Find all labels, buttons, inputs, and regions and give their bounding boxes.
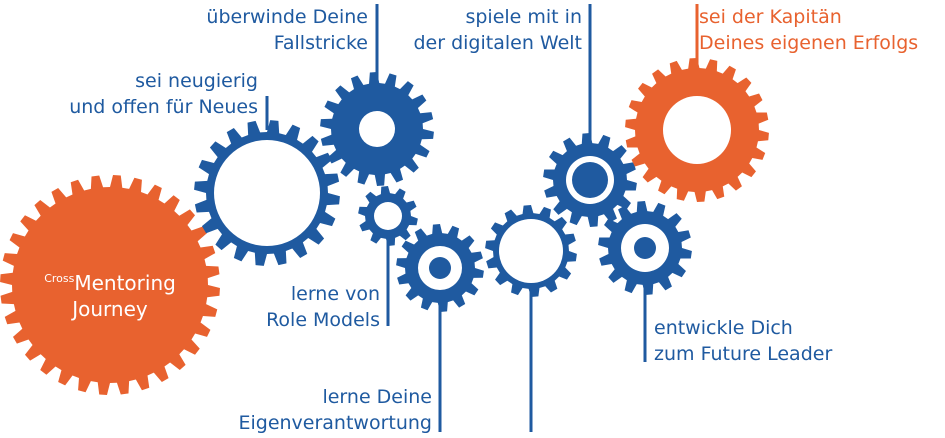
label-digital: spiele mit in der digitalen Welt	[360, 4, 582, 56]
label-eigenverantwortung-line1: lerne Deine	[322, 386, 432, 408]
gear-orange-journey-body	[0, 175, 220, 395]
label-future-leader-line2: zum Future Leader	[654, 343, 833, 365]
gear-middle	[485, 205, 577, 297]
gear-fallstricke-hole	[359, 111, 395, 147]
label-neugierig-line2: und offen für Neues	[69, 96, 258, 118]
label-fallstricke-line1: überwinde Deine	[206, 6, 368, 28]
label-eigenverantwortung: lerne Deine Eigenverantwortung	[200, 384, 432, 436]
gear-orange-kapitaen-hole	[663, 96, 731, 164]
label-kapitaen-line2: Deines eigenen Erfolgs	[699, 32, 919, 54]
gear-fallstricke	[320, 72, 434, 186]
label-eigenverantwortung-line2: Eigenverantwortung	[238, 412, 432, 434]
gear-neugierig	[194, 120, 340, 266]
gear-middle-hole	[499, 219, 563, 283]
label-digital-line2: der digitalen Welt	[413, 32, 582, 54]
label-fallstricke: überwinde Deine Fallstricke	[150, 4, 368, 56]
gear-digital	[543, 133, 637, 227]
label-future-leader-line1: entwickle Dich	[654, 317, 793, 339]
journey-title-line1: Mentoring	[74, 271, 176, 295]
gear-digital-hub	[572, 162, 608, 198]
label-role-models-line1: lerne von	[290, 283, 380, 305]
label-future-leader: entwickle Dich zum Future Leader	[654, 315, 854, 367]
journey-title-prefix: Cross	[44, 272, 75, 285]
gear-orange-journey	[0, 175, 220, 395]
label-role-models-line2: Role Models	[266, 309, 380, 331]
label-digital-line1: spiele mit in	[465, 6, 582, 28]
gear-eigenverantwortung	[396, 224, 484, 312]
label-fallstricke-line2: Fallstricke	[273, 32, 368, 54]
label-role-models: lerne von Role Models	[220, 281, 380, 333]
gear-neugierig-hole	[214, 140, 320, 246]
journey-title: CrossMentoring Journey	[0, 266, 220, 322]
gear-future-leader-hub	[634, 237, 656, 259]
gear-future-leader	[598, 201, 692, 295]
gear-orange-kapitaen	[625, 58, 769, 202]
label-neugierig-line1: sei neugierig	[135, 70, 258, 92]
label-kapitaen-line1: sei der Kapitän	[699, 6, 842, 28]
gear-role-models-hole	[374, 202, 402, 230]
gear-eigenverantwortung-hub	[429, 257, 451, 279]
journey-title-line2: Journey	[72, 297, 148, 321]
label-neugierig: sei neugierig und offen für Neues	[40, 68, 258, 120]
label-kapitaen: sei der Kapitän Deines eigenen Erfolgs	[699, 4, 943, 56]
gear-role-models	[358, 186, 418, 246]
